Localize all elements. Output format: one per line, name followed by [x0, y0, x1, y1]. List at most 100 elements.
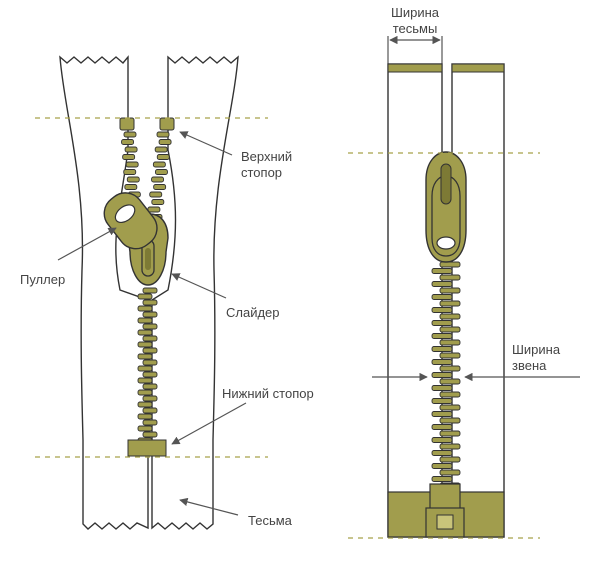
zipper-tooth-chain [439, 365, 461, 372]
zipper-tooth-chain [439, 378, 461, 385]
zipper-tooth-left [126, 176, 140, 183]
zipper-tooth-chain [431, 411, 453, 417]
label-tape-width-line1: Ширина [391, 5, 440, 20]
zipper-tooth-closed [137, 401, 153, 408]
right-tape-top-band-left [387, 63, 443, 73]
label-tooth-width-line1: Ширина [512, 342, 561, 357]
left-puller [103, 192, 158, 250]
zipper-tooth-chain [439, 456, 461, 463]
zipper-tooth-closed [137, 425, 153, 432]
zipper-tooth-right [156, 131, 170, 138]
zipper-tooth-closed [137, 329, 153, 336]
zipper-tooth-chain [431, 398, 453, 404]
label-tooth-width-line2: звена [512, 358, 547, 373]
zipper-tooth-chain [439, 339, 461, 346]
zipper-tooth-closed [137, 365, 153, 372]
bottom-stop [127, 439, 167, 457]
label-top-stop-line1: Верхний [241, 149, 292, 164]
zipper-tooth-closed [142, 287, 158, 294]
arrow-slider [171, 273, 227, 299]
zipper-tooth-left [122, 154, 136, 160]
zipper-tooth-chain [439, 391, 461, 398]
zipper-tooth-closed [137, 293, 153, 300]
zipper-tooth-chain [431, 463, 453, 469]
zipper-tooth-right [147, 206, 161, 213]
zipper-tooth-chain [439, 443, 461, 450]
zipper-tooth-closed [142, 299, 158, 306]
zipper-tooth-closed [142, 395, 158, 402]
zipper-tooth-chain [431, 385, 453, 391]
zipper-tooth-closed [137, 413, 153, 420]
arrow-bottom-stop [171, 402, 247, 445]
zipper-tooth-closed [137, 377, 153, 384]
retainer-box-window [436, 514, 454, 530]
left-tape-right-half [151, 55, 239, 530]
arrow-puller [57, 227, 117, 261]
zipper-tooth-closed [137, 305, 153, 312]
label-puller: Пуллер [20, 272, 65, 287]
arrow-top-stop [179, 131, 233, 156]
zipper-tooth-chain [431, 437, 453, 443]
zipper-tooth-right [155, 169, 168, 175]
zipper-tooth-chain [439, 417, 461, 424]
zipper-tooth-chain [431, 372, 453, 378]
zipper-tooth-right [154, 146, 168, 153]
zipper-tooth-chain [431, 281, 453, 287]
zipper-tooth-chain [439, 404, 461, 411]
zipper-tooth-closed [142, 347, 158, 354]
zipper-tooth-chain [431, 359, 453, 365]
right-tape-top-band-right [451, 63, 505, 73]
left-zipper [59, 55, 239, 530]
zipper-tooth-chain [431, 476, 453, 482]
zipper-tooth-chain [439, 469, 461, 476]
label-tape-width-line2: тесьмы [393, 21, 438, 36]
zipper-tooth-closed [142, 407, 158, 414]
label-tape: Тесьма [248, 513, 293, 528]
zipper-tooth-chain [431, 424, 453, 430]
top-stop-right [159, 117, 175, 131]
zipper-tooth-chain [439, 300, 461, 307]
zipper-tooth-chain [431, 346, 453, 352]
zipper-tooth-chain [431, 307, 453, 313]
closed-teeth-left [137, 287, 158, 444]
zipper-tooth-chain [439, 326, 461, 333]
label-bottom-stop: Нижний стопор [222, 386, 314, 401]
zipper-tooth-left [124, 146, 138, 153]
arrow-tape [179, 497, 239, 516]
zipper-tooth-closed [137, 341, 153, 348]
zipper-tooth-right [158, 139, 172, 145]
zipper-tooth-chain [439, 274, 461, 281]
zipper-tooth-right [153, 184, 167, 190]
zipper-tooth-right [156, 154, 170, 160]
zipper-tooth-right [151, 176, 164, 183]
zipper-tooth-right [152, 161, 166, 168]
zipper-tooth-closed [137, 317, 153, 324]
zipper-tooth-chain [431, 450, 453, 456]
zipper-tooth-left [125, 161, 139, 168]
zipper-tooth-closed [142, 419, 158, 426]
zipper-tooth-right [149, 191, 163, 198]
zipper-tooth-chain [439, 313, 461, 320]
zipper-tooth-closed [137, 353, 153, 360]
zipper-tooth-chain [431, 294, 453, 300]
zipper-tooth-closed [142, 335, 158, 342]
right-slider [425, 151, 467, 263]
zipper-tooth-closed [142, 371, 158, 378]
zipper-tooth-closed [142, 323, 158, 330]
zipper-tooth-chain [439, 352, 461, 359]
zipper-tooth-chain [431, 333, 453, 339]
zipper-tooth-chain [439, 287, 461, 294]
zipper-tooth-chain [431, 268, 453, 274]
zipper-tooth-closed [142, 359, 158, 366]
zipper-tooth-left [123, 169, 137, 175]
zipper-tooth-left [121, 139, 134, 145]
zipper-tooth-chain [439, 430, 461, 437]
zipper-tooth-right [151, 199, 165, 205]
zipper-tooth-closed [142, 311, 158, 318]
zipper-tooth-closed [142, 431, 158, 438]
zipper-tooth-chain [439, 261, 461, 268]
right-tape-right [451, 63, 505, 538]
top-stop-left [119, 117, 135, 131]
zipper-tooth-closed [142, 383, 158, 390]
